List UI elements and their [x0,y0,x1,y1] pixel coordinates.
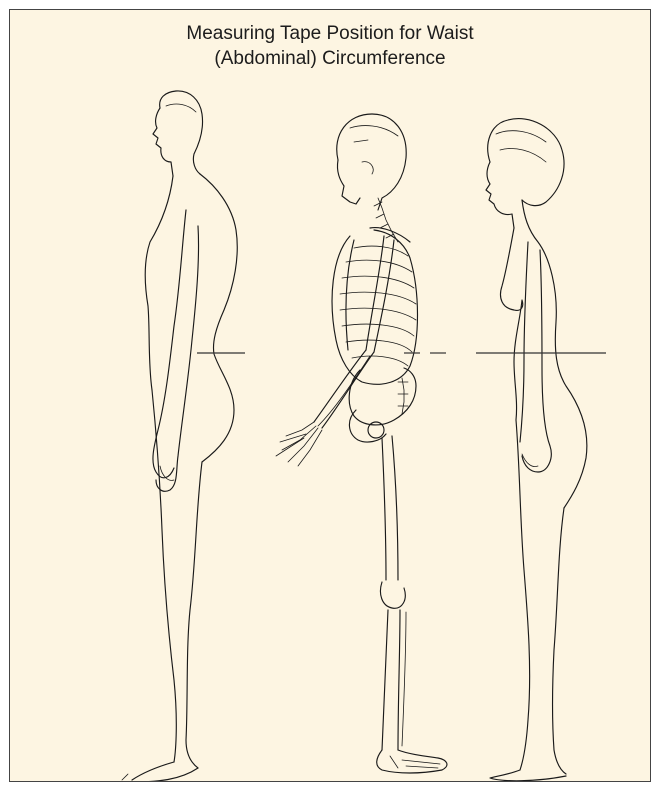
figure-panel: Measuring Tape Position for Waist (Abdom… [9,9,651,782]
illustration [10,10,651,782]
female-figure [486,119,587,781]
male-figure [122,91,237,782]
skeleton-figure [276,114,447,773]
